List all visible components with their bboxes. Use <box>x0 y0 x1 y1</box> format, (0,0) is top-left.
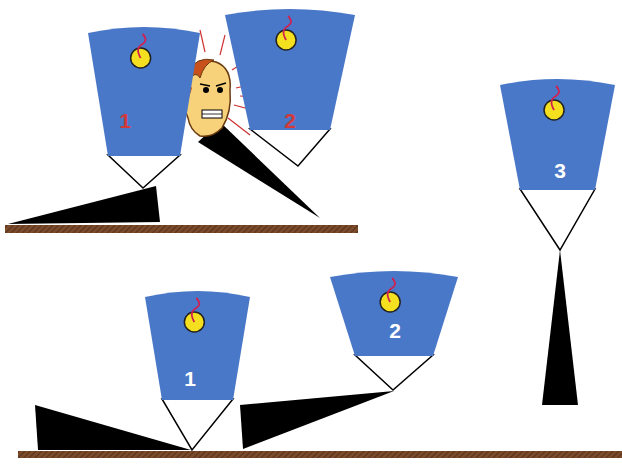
balloon-body: 1 <box>88 26 200 156</box>
support-triangle <box>162 399 233 450</box>
wedge <box>35 405 191 450</box>
balloon-shape <box>330 270 458 356</box>
wedge <box>198 122 320 218</box>
balloon-fill <box>88 27 200 156</box>
balloon-number: 2 <box>389 320 401 341</box>
balloon-body: 2 <box>330 270 458 356</box>
balloon-number: 1 <box>119 110 131 131</box>
balloon-fill <box>145 291 250 400</box>
string <box>192 298 200 322</box>
balloon-body: 3 <box>500 78 615 190</box>
balloon-shape <box>145 290 250 400</box>
string <box>138 34 146 58</box>
wedge <box>542 250 578 405</box>
balloon-body: 1 <box>145 290 250 400</box>
balloon-fill <box>500 79 615 190</box>
wedge <box>8 186 160 224</box>
balloon-number: 1 <box>184 368 196 389</box>
balloon-body: 2 <box>225 8 355 130</box>
support-triangle <box>250 129 330 166</box>
wedge <box>240 391 394 449</box>
yellow-dot <box>380 292 400 312</box>
string <box>388 278 396 302</box>
support-triangle <box>108 155 180 188</box>
balloon-number: 3 <box>554 160 566 181</box>
string <box>551 86 559 110</box>
ground <box>5 225 358 233</box>
yellow-dot <box>276 30 296 50</box>
balloon-fill <box>225 9 355 130</box>
balloon-shape <box>88 26 200 156</box>
support-triangle <box>355 355 433 390</box>
string <box>284 16 292 40</box>
ground <box>18 451 622 458</box>
support-triangle <box>520 189 595 250</box>
balloon-fill <box>330 271 458 356</box>
balloon-number: 2 <box>284 110 296 131</box>
yellow-dot <box>184 312 204 332</box>
